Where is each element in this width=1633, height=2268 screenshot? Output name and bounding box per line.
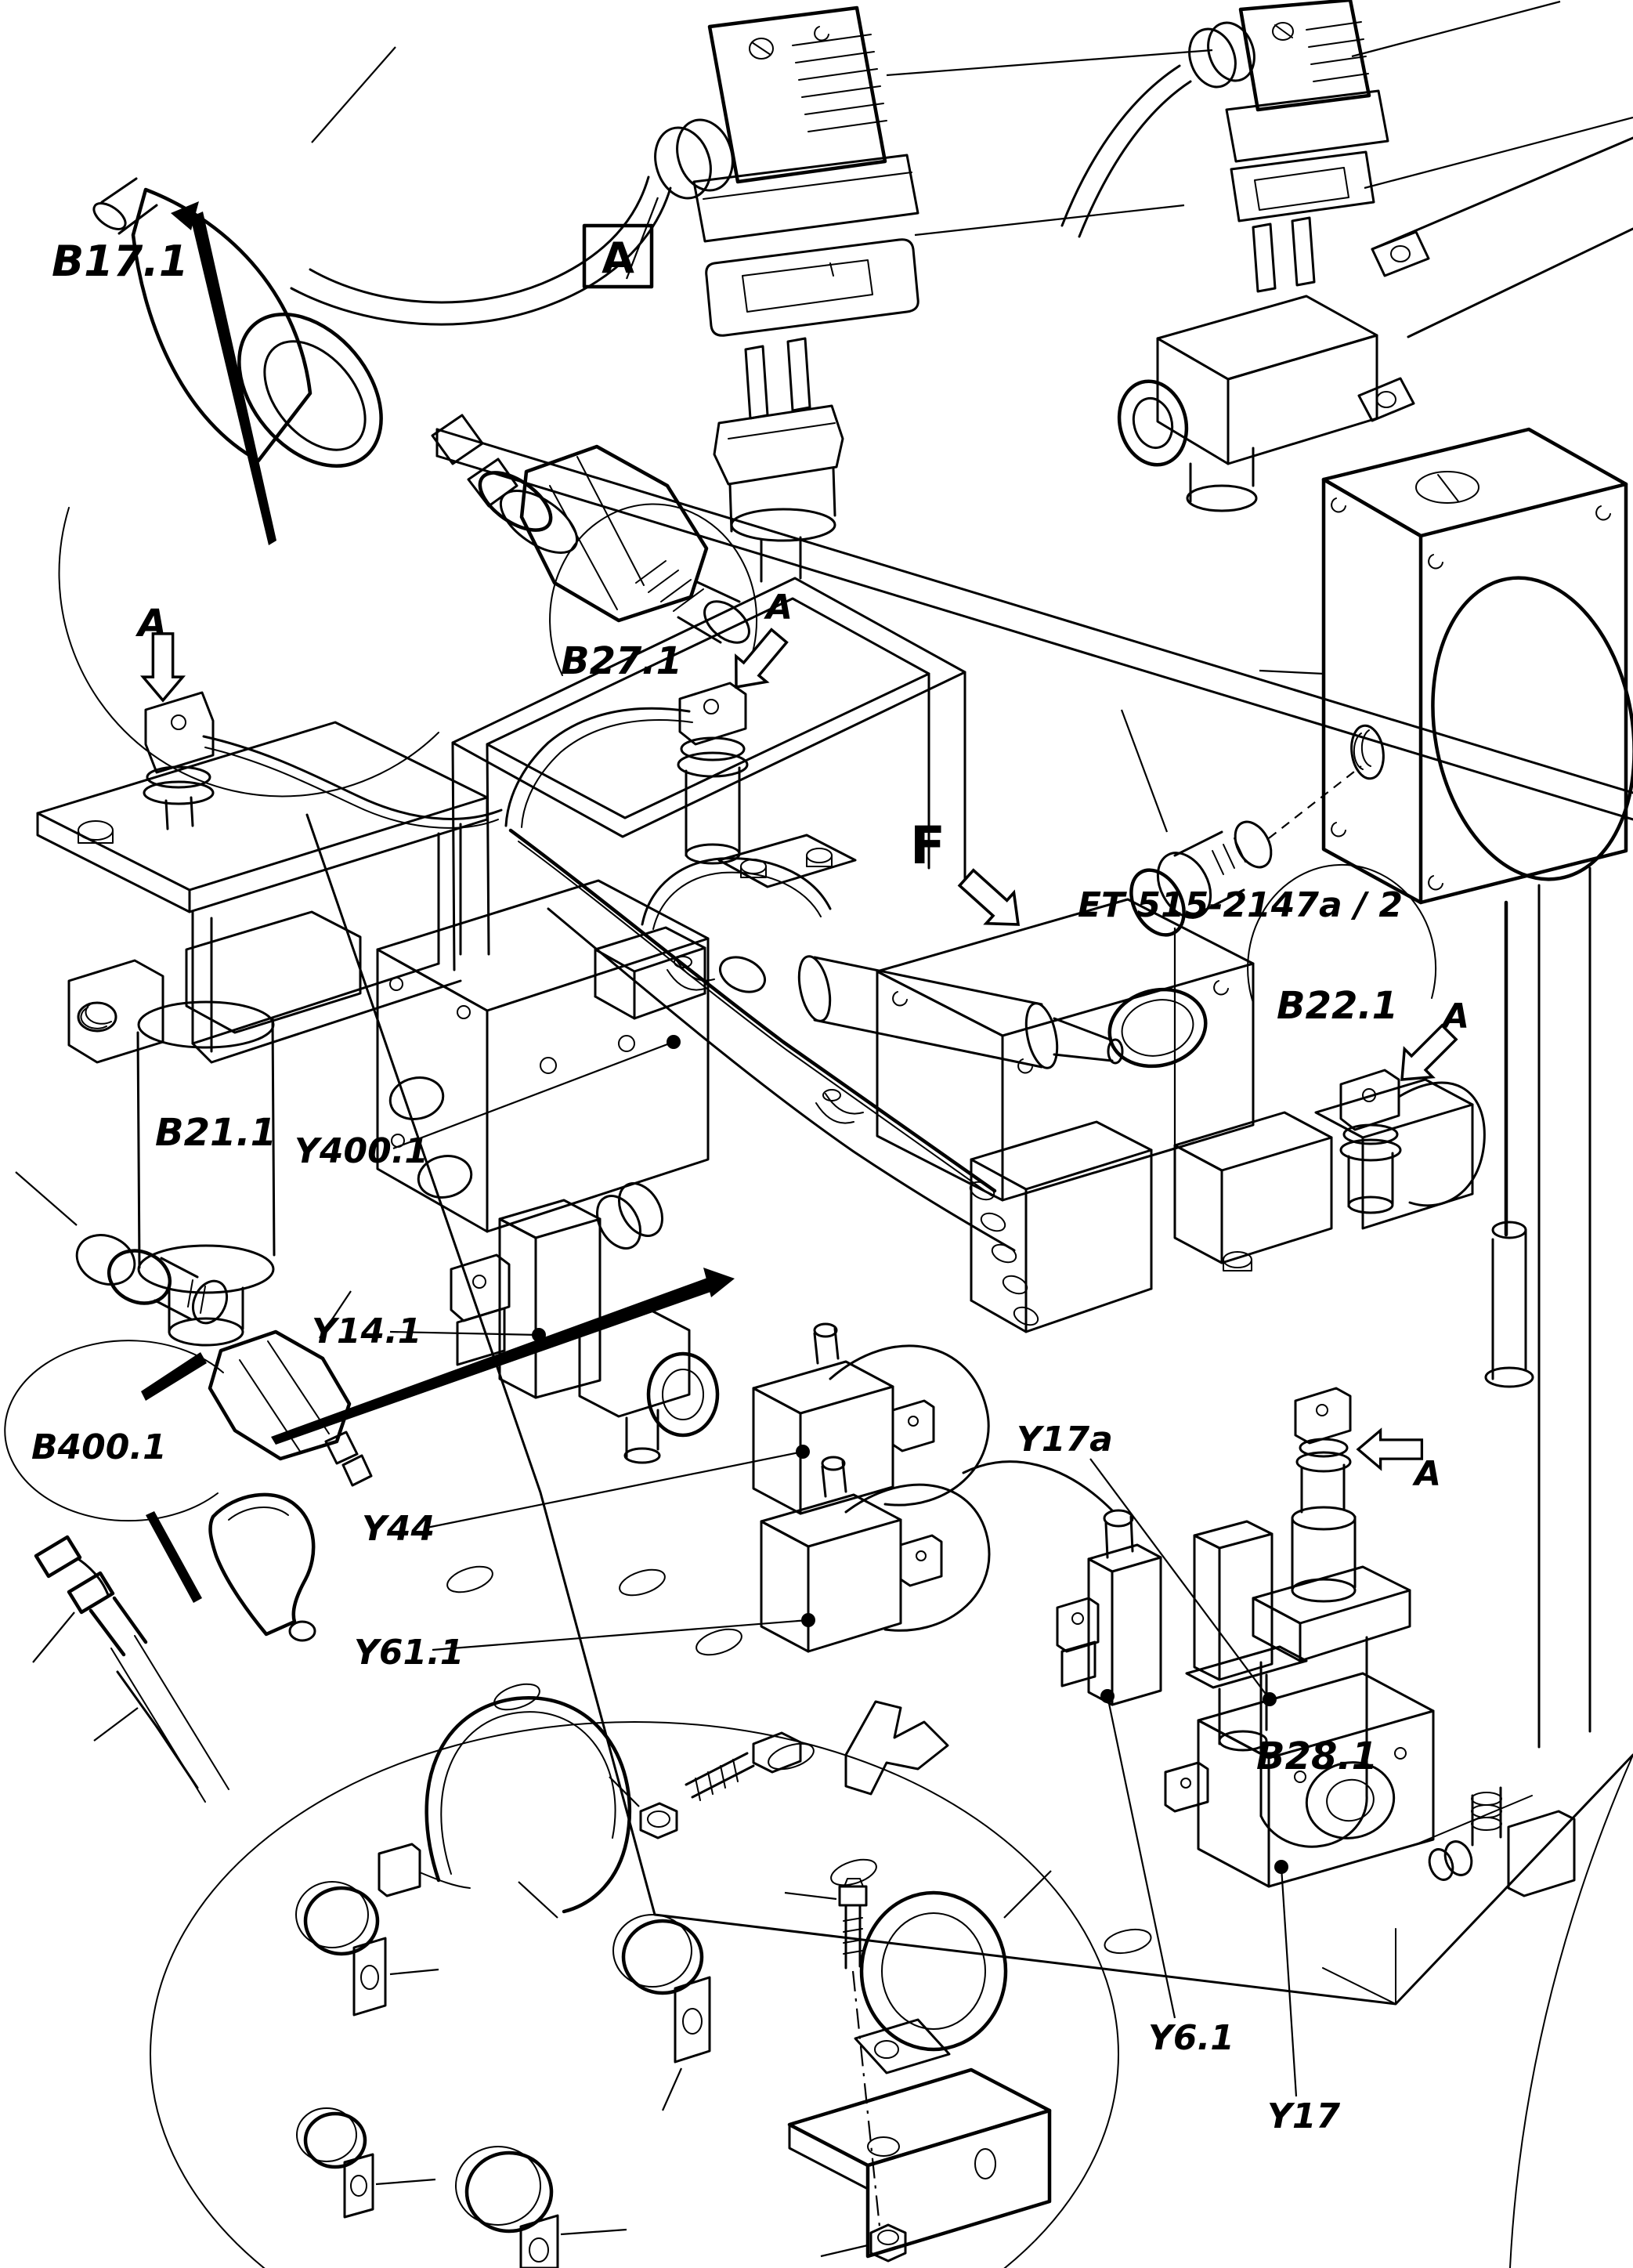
pointer-wires xyxy=(146,1511,202,1603)
nut-icon xyxy=(609,1776,678,1839)
bolt-icon xyxy=(685,1731,802,1801)
wire-leads-icon xyxy=(93,1635,229,1803)
valve-y61-icon xyxy=(760,1456,943,1653)
label-y17: Y17 xyxy=(1267,2096,1340,2136)
valve-y14-assembly xyxy=(450,1182,720,1464)
p-clamp-small-3-icon xyxy=(296,2107,436,2219)
detail-junction-box xyxy=(1120,427,1633,1237)
label-view-a-b28: A xyxy=(1412,1454,1441,1494)
wing-clamp-icon xyxy=(844,1700,949,1796)
label-view-a-b27: A xyxy=(764,588,793,628)
bracket-bolt-icon xyxy=(784,1878,868,1970)
b17-1-pointer-line xyxy=(190,212,276,545)
manifold-block-icon xyxy=(376,857,832,1233)
label-b400-1: B400.1 xyxy=(31,1427,167,1467)
silencer-cylinder-icon xyxy=(797,955,1124,1069)
harness-terminal-block-icon xyxy=(969,1120,1153,1333)
machine-assembly: A B21 xyxy=(36,377,1633,2268)
label-y400-1: Y400.1 xyxy=(294,1131,428,1171)
label-y14-1: Y14.1 xyxy=(312,1311,421,1351)
solenoid-coil-icon xyxy=(1117,295,1378,512)
filter-b21-assembly: A B21 xyxy=(36,602,503,1347)
b22-1-callout-arc xyxy=(1247,863,1437,1004)
b17-1-callout-arc xyxy=(58,507,439,798)
label-b22-1: B22.1 xyxy=(1277,984,1398,1028)
label-y6-1: Y6.1 xyxy=(1148,2018,1234,2058)
pressure-switch-b17-icon xyxy=(431,414,750,644)
detail-hardware-circle: B400.1 xyxy=(4,1171,1119,2268)
connector-housing-icon xyxy=(692,5,919,243)
detail-connector-coil xyxy=(1060,0,1633,512)
bottom-right-valve-icon xyxy=(1414,1786,1576,1897)
label-view-a-boxed: A xyxy=(602,233,634,283)
view-a-arrow-b28 xyxy=(1357,1429,1424,1470)
rubber-boot-icon xyxy=(92,177,383,468)
label-reference-code: ET 515-2147a / 2 xyxy=(1078,885,1403,925)
p-clamp-large-icon xyxy=(854,1870,1052,2074)
p-clamp-small-2-icon xyxy=(612,1914,711,2111)
label-view-f: F xyxy=(910,816,945,876)
b400-1-callout-arc xyxy=(4,1340,224,1522)
valve-plug-icon xyxy=(713,337,844,583)
label-y44: Y44 xyxy=(362,1509,435,1549)
junction-box-cover-icon xyxy=(1431,576,1633,881)
detail-connector-a: A xyxy=(290,5,1213,583)
detail-b17-1: B17.1 xyxy=(52,46,750,798)
leader-lines xyxy=(389,1035,1298,2097)
b27-1-callout-arc xyxy=(549,503,758,676)
terminal-boot-icon xyxy=(208,1492,316,1642)
valve-y6-icon xyxy=(962,1460,1162,1706)
label-b27-1: B27.1 xyxy=(561,639,682,683)
filter-b28-assembly xyxy=(1252,1387,1411,1848)
view-a-box: A xyxy=(582,223,654,289)
label-b21-1: B21.1 xyxy=(155,1111,276,1155)
cable-tie-icon xyxy=(378,1696,632,1919)
cover-frame-icon xyxy=(451,577,966,971)
view-a-arrow-b27 xyxy=(719,621,796,701)
connector-gasket-icon xyxy=(705,238,919,337)
label-b17-1: B17.1 xyxy=(52,237,188,286)
spade-terminals-icon xyxy=(32,1535,148,1663)
valve-y17a-icon xyxy=(1185,1520,1308,1752)
sensor-b400-icon xyxy=(75,1234,373,1487)
bolt-axis-line xyxy=(851,1970,881,2227)
sensor-b27-assembly xyxy=(504,682,857,888)
valve-y44-icon xyxy=(752,1322,935,1515)
b400-1-pointer-line xyxy=(271,1277,717,1445)
pointer-terminals xyxy=(141,1352,207,1401)
base-plate-icon xyxy=(305,813,1633,2006)
corner-detail-arc xyxy=(1509,1754,1633,2268)
pump-y17-icon xyxy=(1164,1672,1435,1888)
valve-bank-b22 xyxy=(1173,866,1591,1749)
label-y17a: Y17a xyxy=(1017,1420,1113,1460)
p-clamp-small-1-icon xyxy=(295,1881,439,2017)
label-y61-1: Y61.1 xyxy=(354,1633,464,1673)
cable-harness-icon xyxy=(508,828,1016,1632)
detail-circle-outline xyxy=(150,1721,1119,2268)
mounting-bracket-icon xyxy=(787,2067,1052,2259)
screw-fitting-icon xyxy=(1129,820,1273,937)
bracket-nut-icon xyxy=(820,2223,907,2263)
p-clamp-small-4-icon xyxy=(455,2146,627,2268)
central-block-icon xyxy=(876,898,1255,1202)
